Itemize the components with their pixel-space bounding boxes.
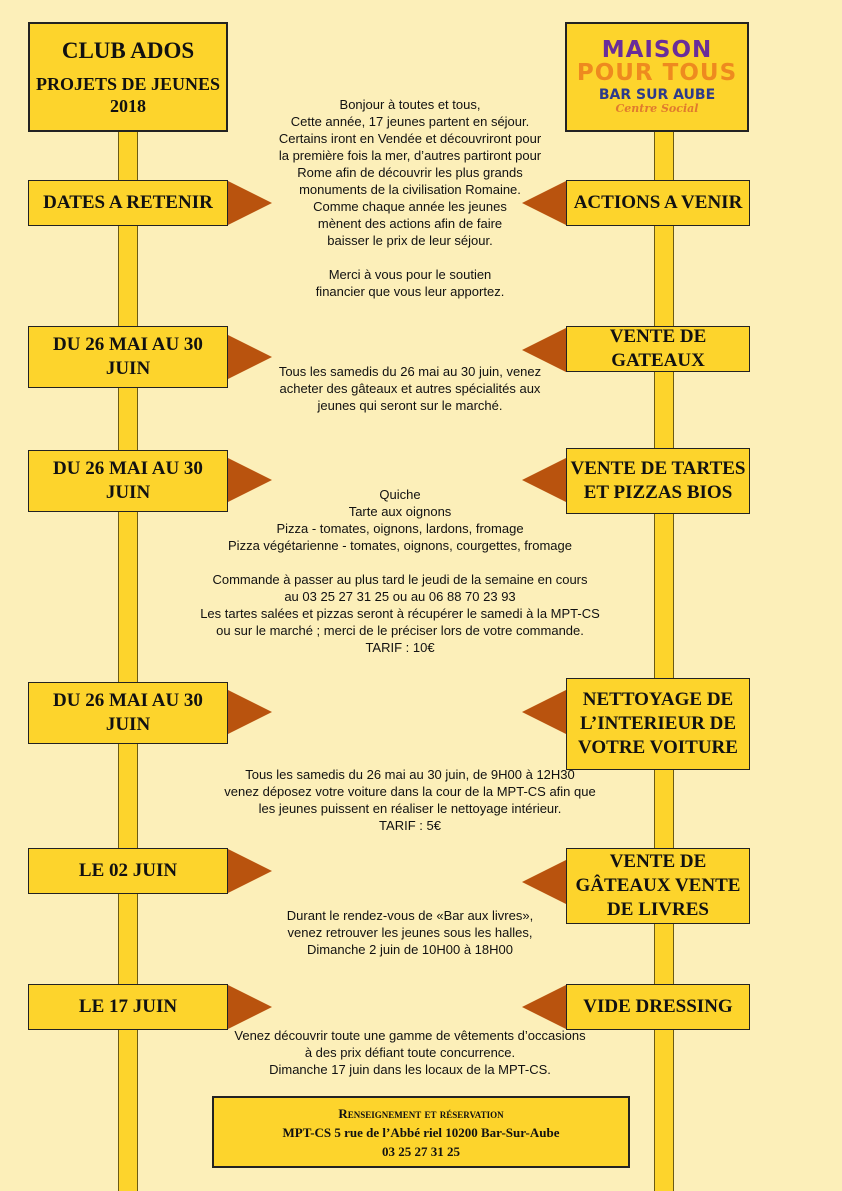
logo-line-4: Centre Social (615, 102, 699, 115)
footer-phone: 03 25 27 31 25 (382, 1143, 460, 1159)
arrow-right-icon (228, 690, 272, 734)
page-year: 2018 (110, 96, 146, 116)
right-sign-gateaux: VENTE DE GATEAUX (566, 326, 750, 372)
section-text-dressing: Venez découvrir toute une gamme de vêtem… (234, 1028, 586, 1077)
arrow-left-icon (522, 181, 566, 225)
footer-address: MPT-CS 5 rue de l’Abbé riel 10200 Bar-Su… (282, 1124, 560, 1140)
arrow-left-icon (522, 860, 566, 904)
arrow-left-icon (522, 690, 566, 734)
arrow-right-icon (228, 181, 272, 225)
right-sign-actions: ACTIONS A VENIR (566, 180, 750, 226)
arrow-right-icon (228, 985, 272, 1029)
left-sign-date-2: DU 26 MAI AU 30 JUIN (28, 450, 228, 512)
right-sign-label: VENTE DE GATEAUX (609, 326, 707, 371)
right-sign-label: VENTE DE TARTES ET PIZZAS BIOS (570, 458, 746, 503)
left-sign-label: LE 02 JUIN (78, 860, 178, 881)
section-text-gateaux: Tous les samedis du 26 mai au 30 juin, v… (278, 364, 542, 413)
section-text-intro: Bonjour à toutes et tous, Cette année, 1… (278, 97, 542, 299)
left-sign-date-1: DU 26 MAI AU 30 JUIN (28, 326, 228, 388)
left-sign-label: DU 26 MAI AU 30 JUIN (53, 690, 203, 735)
logo: MAISON POUR TOUS BAR SUR AUBE Centre Soc… (565, 22, 749, 132)
logo-line-1: MAISON (601, 37, 713, 63)
arrow-left-icon (522, 328, 566, 372)
left-signpost-pole (118, 132, 138, 1191)
arrow-right-icon (228, 849, 272, 893)
right-sign-label: ACTIONS A VENIR (573, 192, 743, 213)
right-sign-nettoyage: NETTOYAGE DE L’INTERIEUR DE VOTRE VOITUR… (566, 678, 750, 770)
page-subtitle: PROJETS DE JEUNES (35, 74, 221, 94)
left-sign-date-3: DU 26 MAI AU 30 JUIN (28, 682, 228, 744)
right-sign-label: NETTOYAGE DE L’INTERIEUR DE VOTRE VOITUR… (578, 689, 738, 758)
left-sign-label: LE 17 JUIN (78, 996, 178, 1017)
arrow-left-icon (522, 458, 566, 502)
left-sign-date-5: LE 17 JUIN (28, 984, 228, 1030)
contact-footer: Renseignement et réservation MPT-CS 5 ru… (212, 1096, 630, 1168)
right-sign-livres: VENTE DE GÂTEAUX VENTE DE LIVRES (566, 848, 750, 924)
left-sign-label: DU 26 MAI AU 30 JUIN (53, 458, 203, 503)
right-sign-tartes: VENTE DE TARTES ET PIZZAS BIOS (566, 448, 750, 514)
arrow-left-icon (522, 985, 566, 1029)
logo-line-3: BAR SUR AUBE (598, 87, 716, 103)
section-text-tartes: Quiche Tarte aux oignons Pizza - tomates… (200, 487, 600, 655)
section-text-nettoyage: Tous les samedis du 26 mai au 30 juin, d… (224, 767, 596, 833)
arrow-right-icon (228, 335, 272, 379)
left-sign-label: DATES A RETENIR (43, 192, 213, 213)
logo-line-2: POUR TOUS (576, 60, 738, 86)
left-sign-dates: DATES A RETENIR (28, 180, 228, 226)
title-box: CLUB ADOS PROJETS DE JEUNES 2018 (28, 22, 228, 132)
left-sign-label: DU 26 MAI AU 30 JUIN (53, 334, 203, 379)
footer-heading: Renseignement et réservation (338, 1105, 504, 1121)
right-sign-label: VIDE DRESSING (583, 996, 733, 1017)
left-sign-date-4: LE 02 JUIN (28, 848, 228, 894)
arrow-right-icon (228, 458, 272, 502)
page-title: CLUB ADOS (61, 38, 195, 63)
right-sign-label: VENTE DE GÂTEAUX VENTE DE LIVRES (575, 851, 741, 920)
section-text-livres: Durant le rendez-vous de «Bar aux livres… (286, 908, 534, 957)
right-sign-dressing: VIDE DRESSING (566, 984, 750, 1030)
right-signpost-pole (654, 132, 674, 1191)
